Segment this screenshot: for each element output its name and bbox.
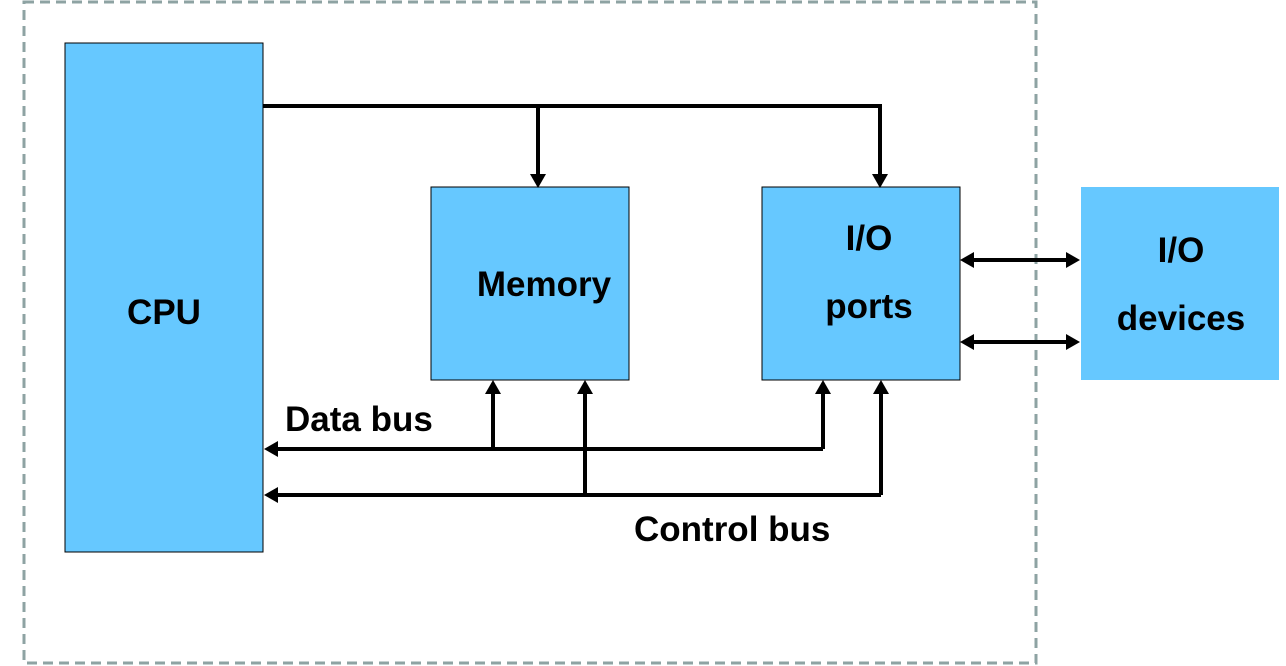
io-ports-label-line2: ports xyxy=(825,287,913,326)
io-ports-block xyxy=(761,186,961,381)
control-bus-arrow-to-io-ports xyxy=(873,380,889,394)
io-link-lower-arrow-right xyxy=(1066,334,1080,350)
data-bus-label: Data bus xyxy=(285,400,433,439)
memory-label: Memory xyxy=(477,265,612,304)
cpu-label: CPU xyxy=(127,293,201,332)
io-ports-label-line1: I/O xyxy=(846,219,893,258)
io-link-lower-arrow-left xyxy=(960,334,974,350)
control-bus xyxy=(264,380,889,503)
cpu-block xyxy=(64,42,264,553)
system-boundary xyxy=(22,0,1038,665)
address-bus xyxy=(263,104,888,188)
io-link-lower xyxy=(960,334,1080,350)
data-bus xyxy=(264,380,831,457)
data-bus-arrow-to-cpu xyxy=(264,441,278,457)
arrow-to-memory xyxy=(530,174,546,188)
io-devices-block xyxy=(1081,187,1279,380)
data-bus-arrow-to-io-ports xyxy=(815,380,831,394)
io-devices-label-line2: devices xyxy=(1117,299,1245,338)
address-bus-line xyxy=(263,104,882,175)
io-devices-label-line1: I/O xyxy=(1158,231,1205,270)
io-link-upper xyxy=(960,252,1080,268)
control-bus-label: Control bus xyxy=(634,510,830,549)
io-link-upper-arrow-left xyxy=(960,252,974,268)
control-bus-arrow-to-cpu xyxy=(264,487,278,503)
control-bus-arrow-to-memory xyxy=(577,380,593,394)
io-link-upper-arrow-right xyxy=(1066,252,1080,268)
memory-block xyxy=(430,186,630,381)
data-bus-arrow-to-memory xyxy=(485,380,501,394)
arrow-to-io-ports xyxy=(872,174,888,188)
